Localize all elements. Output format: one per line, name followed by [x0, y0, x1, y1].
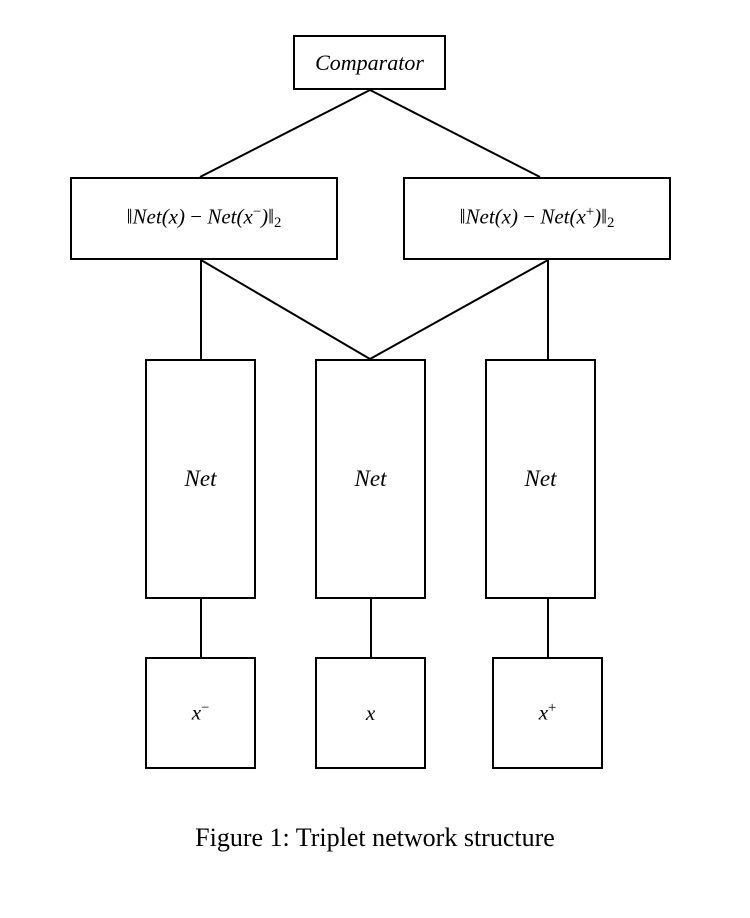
norm-subscript: 2 — [274, 215, 282, 232]
input-node-anchor: x — [315, 657, 426, 769]
net-node-positive: Net — [485, 359, 596, 599]
net-func: Net — [132, 204, 162, 229]
distance-positive-formula: ‖Net(x) − Net(x+)‖2 — [460, 204, 615, 232]
norm-close: ‖ — [601, 204, 608, 229]
net-arg-open: (x — [569, 204, 586, 229]
net-label: Net — [524, 466, 557, 491]
superscript-minus: − — [252, 204, 262, 221]
input-label: x — [366, 701, 375, 726]
norm-close: ‖ — [268, 204, 275, 229]
minus-sign: − — [518, 204, 541, 229]
net-arg-open: (x — [236, 204, 253, 229]
net-label: Net — [184, 466, 217, 491]
superscript-plus: + — [585, 204, 595, 221]
input-var: x — [191, 700, 202, 725]
superscript-plus: + — [548, 700, 557, 717]
distance-negative-formula: ‖Net(x) − Net(x−)‖2 — [127, 204, 282, 232]
comparator-label: Comparator — [315, 49, 424, 75]
edge-dist-pos-net-anchor — [369, 259, 549, 360]
superscript-minus: − — [201, 700, 210, 717]
net-arg-close: ) — [261, 204, 269, 229]
edge-dist-neg-net-anchor — [200, 259, 371, 360]
net-label: Net — [354, 466, 387, 491]
input-label: x− — [192, 700, 210, 725]
input-var: x — [365, 700, 376, 725]
net-arg: (x) — [161, 204, 185, 229]
norm-open: ‖ — [459, 204, 466, 229]
edge-comparator-dist-neg — [199, 89, 371, 178]
norm-subscript: 2 — [607, 215, 615, 232]
distance-negative-node: ‖Net(x) − Net(x−)‖2 — [70, 177, 338, 260]
net-node-negative: Net — [145, 359, 256, 599]
net-func: Net — [465, 204, 495, 229]
figure-caption: Figure 1: Triplet network structure — [195, 823, 555, 852]
input-node-positive: x+ — [492, 657, 603, 769]
edge-comparator-dist-pos — [369, 89, 541, 178]
net-func: Net — [207, 204, 237, 229]
net-func: Net — [540, 204, 570, 229]
input-node-negative: x− — [145, 657, 256, 769]
distance-positive-node: ‖Net(x) − Net(x+)‖2 — [403, 177, 671, 260]
input-label: x+ — [539, 700, 557, 725]
input-var: x — [538, 700, 549, 725]
norm-open: ‖ — [126, 204, 133, 229]
comparator-node: Comparator — [293, 35, 446, 90]
net-arg-close: ) — [594, 204, 602, 229]
net-node-anchor: Net — [315, 359, 426, 599]
minus-sign: − — [185, 204, 208, 229]
net-arg: (x) — [494, 204, 518, 229]
